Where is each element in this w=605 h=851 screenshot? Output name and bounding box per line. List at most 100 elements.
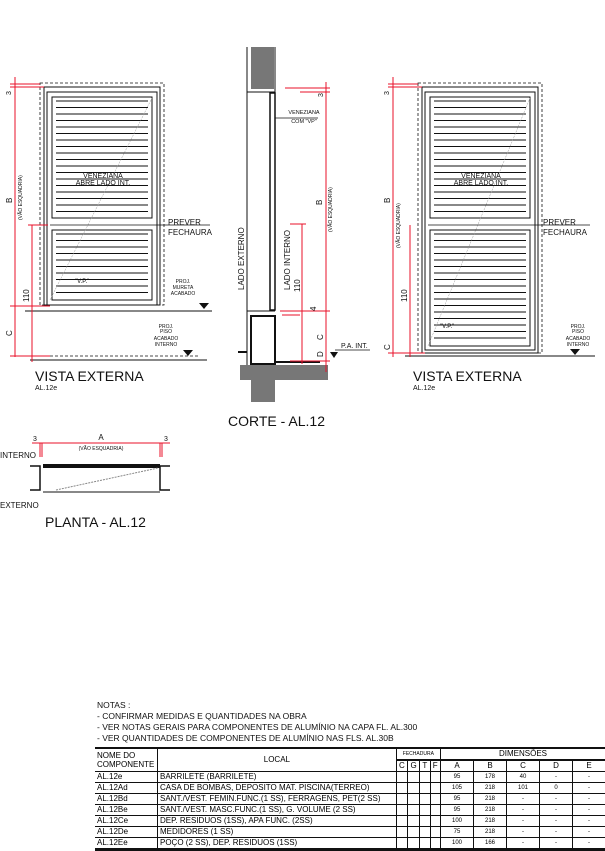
component-local: CASA DE BOMBAS, DEPOSITO MAT. PISCINA(TE… bbox=[158, 783, 397, 794]
dim-label: (VÃO ESQUADRIA) bbox=[17, 175, 24, 220]
view-title: VISTA EXTERNA bbox=[413, 368, 522, 384]
dim-col-header: C bbox=[507, 760, 540, 772]
dimension-cell: 101 bbox=[507, 783, 540, 794]
dimension-cell: - bbox=[540, 805, 573, 816]
level-marker-icon bbox=[330, 352, 338, 358]
drawing: VENEZIANA ABRE LADO INT. "V.P." PREVER F… bbox=[0, 0, 605, 700]
panel-label: ABRE LADO INT. bbox=[76, 180, 131, 187]
fechadura-col-header: C bbox=[396, 760, 407, 772]
dim-label: 3 bbox=[33, 436, 37, 443]
note-item: - CONFIRMAR MEDIDAS E QUANTIDADES NA OBR… bbox=[97, 711, 417, 722]
dim-label: (VÃO ESQUADRIA) bbox=[327, 187, 334, 232]
panel-label: VENEZIANA bbox=[461, 173, 501, 180]
lock-note: PREVER bbox=[168, 218, 201, 227]
fechadura-cell bbox=[420, 805, 430, 816]
section-view: VENEZIANA COM "VP" LADO EXTERNO LADO INT… bbox=[228, 47, 370, 429]
lock-note: PREVER bbox=[543, 218, 576, 227]
fechadura-cell bbox=[430, 827, 441, 838]
vp-label: "V.P." bbox=[440, 324, 454, 330]
fechadura-cell bbox=[430, 805, 441, 816]
lock-note: FECHAURA bbox=[168, 228, 213, 237]
dimension-cell: 75 bbox=[441, 827, 474, 838]
dim-label: 110 bbox=[22, 289, 31, 302]
dimension-cell: 100 bbox=[441, 816, 474, 827]
floor-note: PISO bbox=[160, 329, 172, 335]
fechadura-col-header: G bbox=[408, 760, 420, 772]
component-name: AL.12De bbox=[95, 827, 158, 838]
component-local: DEP. RESIDUOS (1SS), APA FUNC. (2SS) bbox=[158, 816, 397, 827]
dim-label: A bbox=[98, 433, 104, 442]
dim-label: 110 bbox=[400, 289, 409, 302]
dim-label: (VÃO ESQUADRIA) bbox=[79, 445, 124, 452]
dimension-cell: - bbox=[540, 816, 573, 827]
fechadura-col-header: F bbox=[430, 760, 441, 772]
fechadura-cell bbox=[420, 827, 430, 838]
dimension-cell: - bbox=[573, 805, 605, 816]
dimension-cell: 95 bbox=[441, 772, 474, 783]
dim-label: C bbox=[316, 334, 325, 340]
dim-label: 3 bbox=[164, 436, 168, 443]
dimension-cell: - bbox=[507, 794, 540, 805]
header-local: LOCAL bbox=[158, 748, 397, 772]
dimension-cell: 105 bbox=[441, 783, 474, 794]
component-local: MEDIDORES (1 SS) bbox=[158, 827, 397, 838]
component-name: AL.12Ad bbox=[95, 783, 158, 794]
fechadura-cell bbox=[430, 772, 441, 783]
dimension-cell: - bbox=[507, 805, 540, 816]
fechadura-cell bbox=[408, 816, 420, 827]
component-name: AL.12Bd bbox=[95, 794, 158, 805]
fechadura-cell bbox=[408, 783, 420, 794]
left-elevation: VENEZIANA ABRE LADO INT. "V.P." PREVER F… bbox=[5, 77, 213, 392]
dimension-cell: - bbox=[573, 827, 605, 838]
component-local: SANT./VEST. FEMIN.FUNC.(1 SS), FERRAGENS… bbox=[158, 794, 397, 805]
dimension-cell: 218 bbox=[474, 816, 507, 827]
section-note: VENEZIANA bbox=[288, 110, 320, 116]
dim-label: 3 bbox=[384, 91, 391, 95]
view-title: VISTA EXTERNA bbox=[35, 368, 144, 384]
level-label: P.A. INT. bbox=[341, 343, 368, 350]
dimension-cell: 178 bbox=[474, 772, 507, 783]
dim-label: B bbox=[5, 198, 14, 203]
dim-label: C bbox=[5, 330, 14, 336]
notes: NOTAS : - CONFIRMAR MEDIDAS E QUANTIDADE… bbox=[97, 700, 417, 744]
floor-note: INTERNO bbox=[567, 342, 590, 348]
dimension-cell: 0 bbox=[540, 783, 573, 794]
fechadura-cell bbox=[396, 783, 407, 794]
fechadura-cell bbox=[430, 816, 441, 827]
level-marker-icon bbox=[199, 303, 209, 309]
dim-label: C bbox=[383, 344, 392, 350]
dimension-cell: - bbox=[540, 772, 573, 783]
fechadura-cell bbox=[420, 794, 430, 805]
component-name: AL.12e bbox=[95, 772, 158, 783]
dimension-cell: - bbox=[573, 794, 605, 805]
panel-label: ABRE LADO INT. bbox=[454, 180, 509, 187]
dim-col-header: E bbox=[573, 760, 605, 772]
dim-label: 3 bbox=[318, 93, 325, 97]
side-label: LADO INTERNO bbox=[283, 230, 292, 290]
mureta-note: ACABADO bbox=[171, 291, 196, 297]
level-marker-icon bbox=[570, 349, 580, 355]
dim-label: B bbox=[315, 200, 324, 205]
dimension-cell: 40 bbox=[507, 772, 540, 783]
view-title: PLANTA - AL.12 bbox=[45, 514, 146, 530]
dim-col-header: A bbox=[441, 760, 474, 772]
dimension-cell: - bbox=[573, 783, 605, 794]
component-name: AL.12Be bbox=[95, 805, 158, 816]
dimension-cell: - bbox=[540, 794, 573, 805]
dimension-cell: 95 bbox=[441, 794, 474, 805]
fechadura-cell bbox=[420, 783, 430, 794]
fechadura-cell bbox=[396, 816, 407, 827]
dimension-cell: - bbox=[573, 816, 605, 827]
side-label: EXTERNO bbox=[0, 501, 39, 510]
notes-title: NOTAS : bbox=[97, 700, 417, 711]
dim-col-header: B bbox=[474, 760, 507, 772]
component-local: SANT./VEST. MASC.FUNC.(1 SS), G. VOLUME … bbox=[158, 805, 397, 816]
fechadura-cell bbox=[420, 772, 430, 783]
component-name: AL.12Ce bbox=[95, 816, 158, 827]
component-local: BARRILETE (BARRILETE) bbox=[158, 772, 397, 783]
